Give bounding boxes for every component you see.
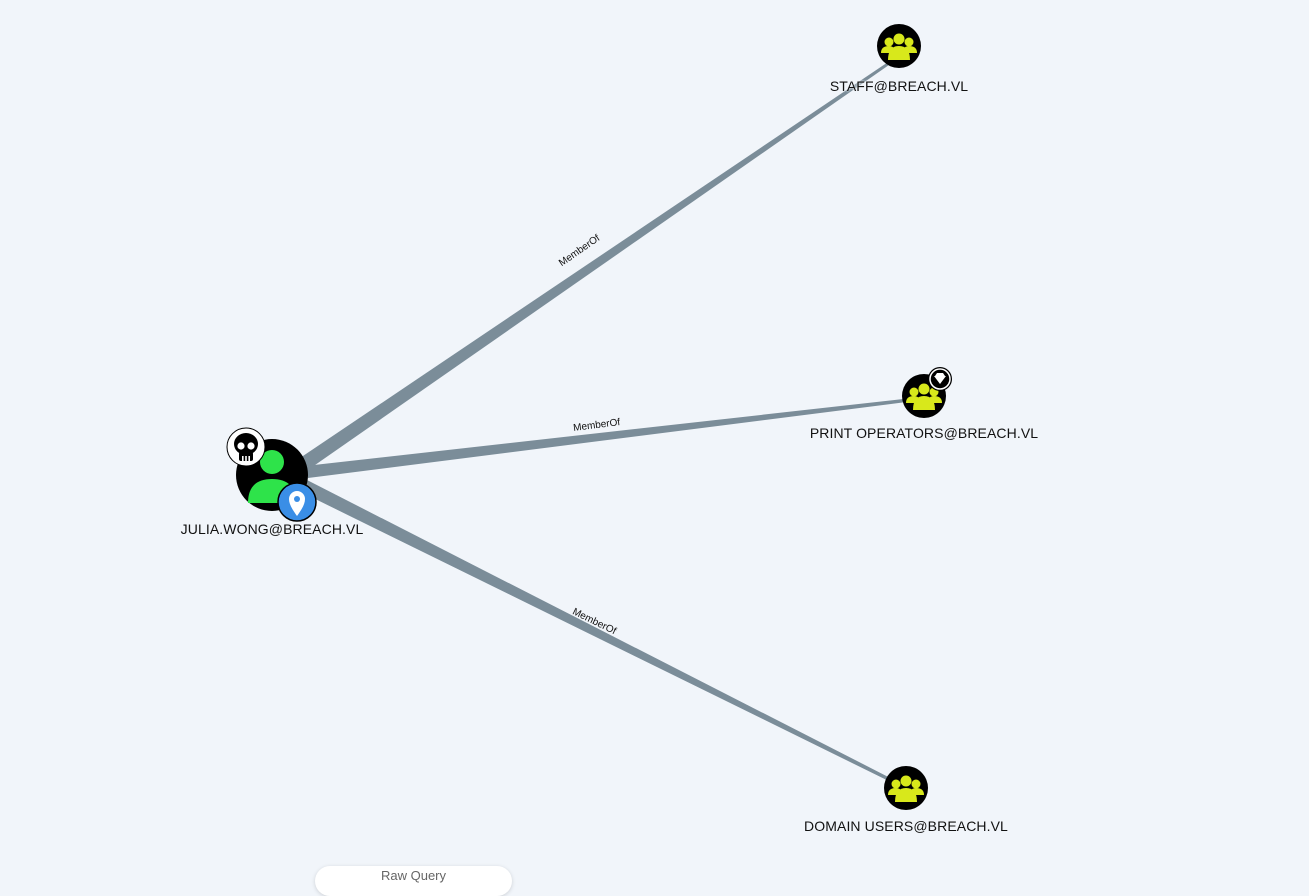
group-icon <box>888 775 924 802</box>
skull-icon <box>226 427 266 467</box>
node-label-julia-wong: JULIA.WONG@BREACH.VL <box>180 521 364 537</box>
group-icon <box>881 33 917 60</box>
node-print-operators[interactable] <box>902 367 952 418</box>
node-staff[interactable] <box>877 24 921 68</box>
node-label-staff: STAFF@BREACH.VL <box>829 78 969 94</box>
graph-svg: MemberOf MemberOf MemberOf <box>226 24 952 810</box>
edges-layer: MemberOf MemberOf MemberOf <box>297 56 922 789</box>
edge-memberof-staff[interactable] <box>297 56 899 472</box>
edge-memberof-domain-users[interactable] <box>301 480 906 789</box>
graph-canvas[interactable]: MemberOf MemberOf MemberOf <box>0 0 1309 878</box>
edge-label-memberof-print-operators: MemberOf <box>573 417 621 434</box>
node-domain-users[interactable] <box>884 766 928 810</box>
node-label-domain-users: DOMAIN USERS@BREACH.VL <box>804 818 1008 834</box>
raw-query-label: Raw Query <box>380 868 447 883</box>
diamond-icon <box>928 367 952 391</box>
location-pin-icon <box>277 482 317 522</box>
raw-query-button[interactable]: Raw Query <box>315 866 512 896</box>
node-label-print-operators: PRINT OPERATORS@BREACH.VL <box>809 425 1039 441</box>
edge-memberof-print-operators[interactable] <box>305 397 922 478</box>
node-julia-wong[interactable] <box>226 427 317 522</box>
